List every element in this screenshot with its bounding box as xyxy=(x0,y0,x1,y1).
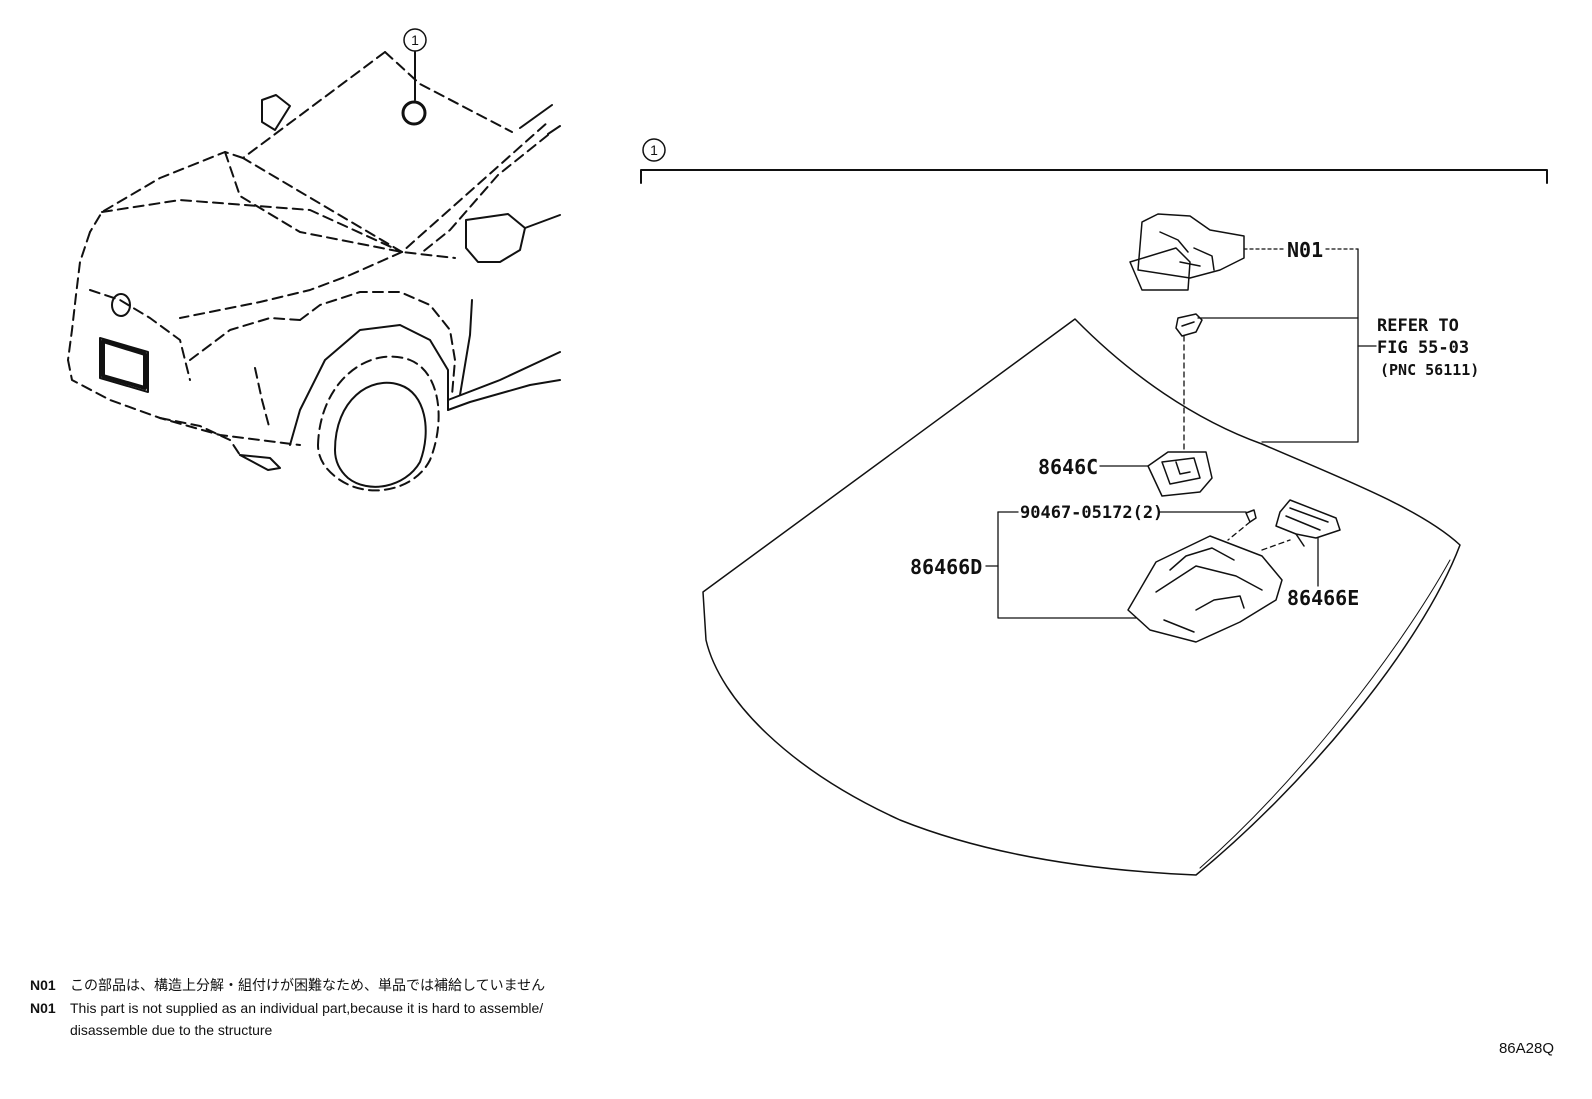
windshield-glass xyxy=(702,318,1461,876)
note-japanese: N01 この部品は、構造上分解・組付けが困難なため、単品では補給していません xyxy=(30,975,545,995)
windshield-location-marker xyxy=(401,100,427,126)
note-code: N01 xyxy=(30,1000,56,1016)
label-90467-05172: 90467-05172(2) xyxy=(1020,503,1163,523)
callout-marker-group: 1 xyxy=(642,138,666,162)
part-8646c-shape xyxy=(1147,451,1213,497)
label-8646c: 8646C xyxy=(1038,455,1098,479)
callout-marker-vehicle: 1 xyxy=(403,28,427,52)
note-text: disassemble due to the structure xyxy=(70,1022,273,1038)
reference-line-3: (PNC 56111) xyxy=(1380,361,1479,379)
part-86466e-shape xyxy=(1275,499,1341,547)
label-86466d: 86466D xyxy=(910,555,982,579)
part-connector-shape xyxy=(1175,313,1203,337)
part-bolt-shape xyxy=(1245,509,1257,523)
note-text: This part is not supplied as an individu… xyxy=(70,1000,544,1016)
figure-code: 86A28Q xyxy=(1498,1040,1554,1057)
reference-line-2: FIG 55-03 xyxy=(1377,338,1469,358)
callout-number-vehicle: 1 xyxy=(411,32,419,48)
note-code: N01 xyxy=(30,977,56,993)
part-86466d-shape xyxy=(1127,535,1283,643)
reference-line-1: REFER TO xyxy=(1377,316,1459,336)
group-bracket xyxy=(640,169,1548,184)
part-n01-shape xyxy=(1129,213,1245,291)
note-english: N01 This part is not supplied as an indiv… xyxy=(30,1000,543,1016)
label-86466e: 86466E xyxy=(1287,586,1359,610)
note-english-continued: disassemble due to the structure xyxy=(30,1022,272,1038)
label-n01: N01 xyxy=(1287,238,1323,262)
callout-number-group: 1 xyxy=(650,142,658,158)
vehicle-illustration xyxy=(67,51,561,492)
note-text: この部品は、構造上分解・組付けが困難なため、単品では補給していません xyxy=(70,977,546,993)
